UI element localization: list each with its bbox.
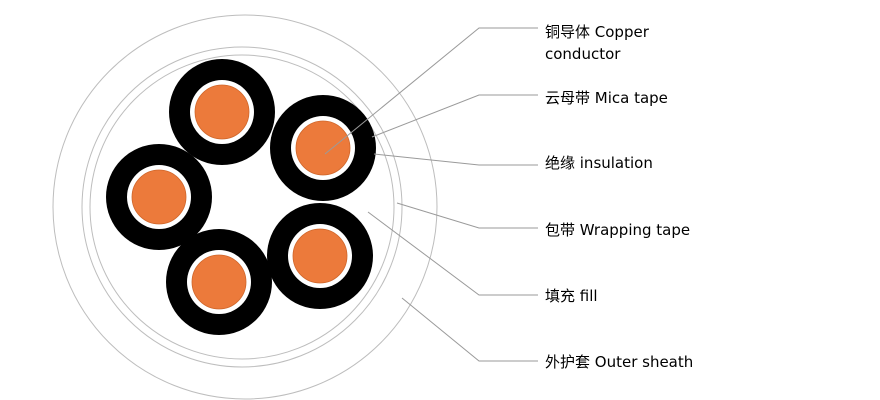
leader-fill: [367, 211, 538, 296]
core-3: [106, 144, 212, 250]
core-5: [166, 229, 272, 335]
core-2-conductor: [295, 120, 351, 176]
leader-copper-conductor: [324, 27, 538, 155]
core-2: [270, 95, 376, 201]
label-mica-tape: 云母带 Mica tape: [545, 89, 668, 107]
leader-outer-sheath: [401, 297, 538, 362]
leader-wrapping-tape: [396, 202, 538, 229]
core-5-conductor: [191, 254, 247, 310]
label-fill: 填充 fill: [545, 287, 598, 305]
leader-insulation: [373, 153, 538, 166]
core-4: [267, 203, 373, 309]
core-1-conductor: [194, 84, 250, 140]
leader-mica-tape: [371, 94, 538, 138]
wrapping-tape-outer-ring: [81, 46, 403, 368]
label-copper-conductor-line1: 铜导体 Copper: [545, 23, 650, 41]
core-3-conductor: [131, 169, 187, 225]
label-outer-sheath: 外护套 Outer sheath: [545, 353, 693, 371]
wrapping-tape-inner-ring: [89, 54, 395, 360]
core-1: [169, 59, 275, 165]
outer-sheath-ring: [52, 14, 438, 400]
label-wrapping-tape: 包带 Wrapping tape: [545, 221, 690, 239]
core-4-conductor: [292, 228, 348, 284]
label-copper-conductor-line2: conductor: [545, 45, 621, 63]
label-insulation: 绝缘 insulation: [545, 154, 653, 172]
